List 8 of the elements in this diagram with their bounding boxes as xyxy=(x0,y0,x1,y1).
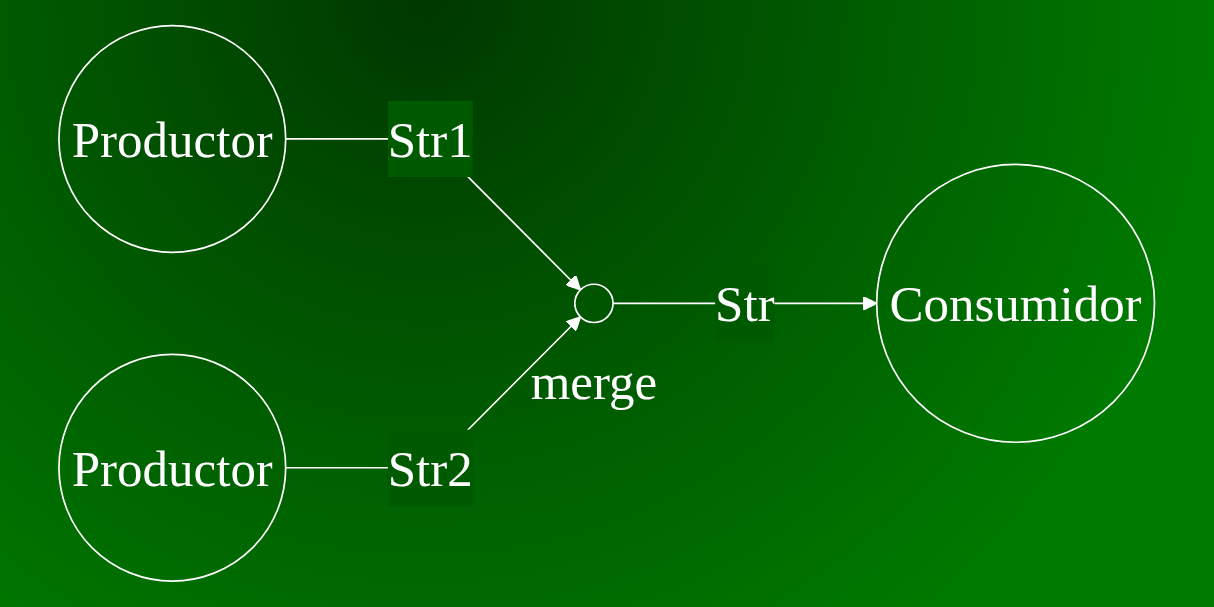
node-circle: Productor xyxy=(58,353,287,583)
node-circle: Consumidor xyxy=(876,163,1156,444)
edge-label: Str2 xyxy=(388,439,474,496)
node-label: merge xyxy=(530,354,658,411)
node-circle: Productor xyxy=(58,24,287,254)
edge-label: Str1 xyxy=(388,111,474,168)
node-circle xyxy=(574,283,615,324)
edge-label: Str xyxy=(715,275,775,332)
